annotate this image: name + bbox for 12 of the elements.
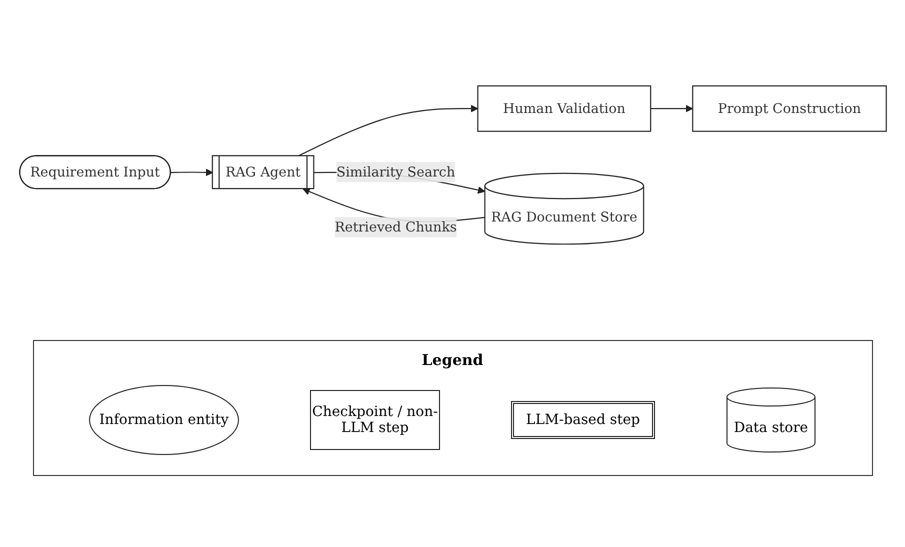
double-box-sample: LLM-based step bbox=[511, 401, 655, 439]
arrow bbox=[170, 168, 213, 176]
ellipse-sample: Information entity bbox=[89, 385, 239, 455]
legend-text: Data store bbox=[734, 420, 808, 436]
edge-label: Similarity Search bbox=[336, 164, 455, 180]
arrow bbox=[297, 104, 478, 157]
node-box: Human Validation bbox=[476, 85, 651, 132]
edge-label: Retrieved Chunks bbox=[334, 218, 456, 235]
legend-title: Legend bbox=[420, 351, 484, 369]
box-sample: Checkpoint / non-LLM step bbox=[310, 390, 440, 450]
arrow bbox=[650, 104, 692, 112]
node-box: Prompt Construction bbox=[692, 85, 886, 132]
